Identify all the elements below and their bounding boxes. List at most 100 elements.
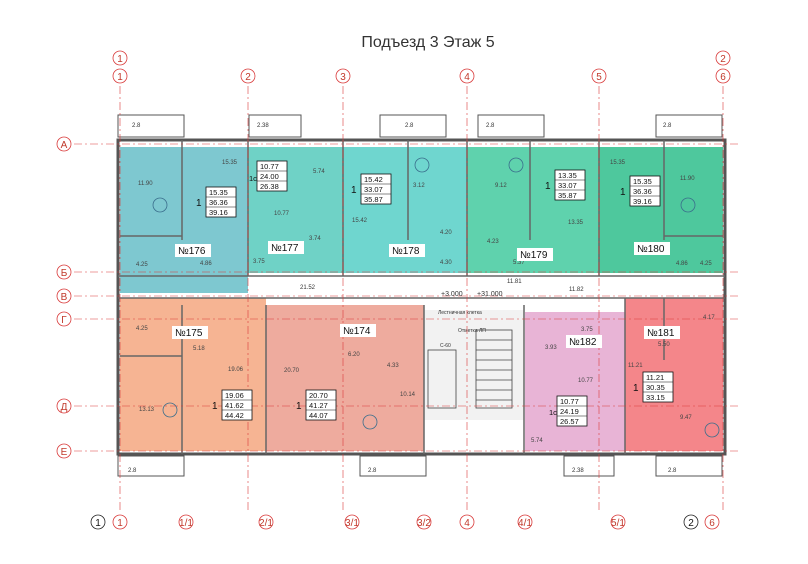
room-areas: 15.35 11.90 4.25 4.86 10.77 5.74 3.74 3.… [136,160,715,444]
axis-marker [715,68,731,84]
apt-number-bg [172,326,208,339]
fixtures [152,157,720,438]
room-area: 4.20 [440,230,452,236]
balcony [117,455,185,477]
corridor-dim: 21.52 [300,285,316,291]
axis-marker [715,50,731,66]
room-area: 11.90 [680,176,695,182]
axis-marker [178,514,194,530]
apt-rooms: 1 [196,198,202,209]
apt-area-total: 33.07 [364,185,383,194]
axis-marker [335,68,351,84]
axis-marker [112,68,128,84]
axis-label: 1 [117,518,123,529]
axis-label: 4/1 [518,518,532,529]
axis-marker [459,514,475,530]
room-area: 5.74 [531,438,543,444]
axis-label: 5 [596,72,602,83]
room-area: 9.47 [680,415,692,421]
axis-labels-top: 1 1 2 3 4 5 2 6 [117,54,726,83]
stair-label: Лестничная клетка [438,310,482,316]
axis-marker [344,514,360,530]
balcony [117,114,185,138]
axis-label: 3 [340,72,346,83]
apt-number-bg [517,248,553,261]
room-area: 10.14 [400,392,416,398]
apt-area-living: 10.77 [560,397,579,406]
room-area: 15.42 [352,218,368,224]
axis-label: Е [61,447,68,458]
room-area: 9.12 [495,183,507,189]
room-area: 19.06 [228,367,244,373]
apt-number-bg [340,324,376,337]
apt-area-living: 15.35 [633,177,652,186]
axis-markers-bottom [112,514,720,530]
axis-marker [56,288,72,304]
room-area: 3.74 [309,236,321,242]
plan-title: Подъезд 3 Этаж 5 [361,34,494,51]
apt-number: №179 [520,250,548,261]
apt-area-living: 20.70 [309,391,328,400]
room-area: 20.70 [284,368,300,374]
table-chairs-icon [508,157,524,173]
balconies-bottom [117,455,723,477]
balcony-dim: 2.8 [132,123,141,129]
corridor-dim: 11.82 [569,287,584,293]
axis-marker [90,514,106,530]
axis-label: 1 [117,54,123,65]
apt-area-total: 41.62 [225,401,244,410]
axis-label: 6 [720,72,726,83]
room-area: 15.35 [610,160,626,166]
room-area: 4.25 [136,326,148,332]
balcony [655,114,723,138]
axis-marker [459,68,475,84]
table-chairs-icon [162,402,178,418]
balcony-dims-bottom: 2.8 2.8 2.38 2.8 [128,468,677,474]
axis-labels-left: А Б В Г Д Е [61,140,68,458]
room-area: 5.50 [658,342,670,348]
apt-area-full: 35.87 [558,191,577,200]
apt-area-full: 44.07 [309,411,328,420]
room-area: 5.74 [313,169,325,175]
balcony [248,114,302,138]
apt-info-174: 1 20.70 41.27 44.07 [296,389,337,421]
stair-zone [424,310,524,420]
corridor-dim: 11.81 [507,279,522,285]
axis-label: 3/1 [345,518,359,529]
axis-label: 2/1 [259,518,273,529]
axis-label: 2 [720,54,726,65]
apt-area-full: 26.57 [560,417,579,426]
axis-label: 6 [709,518,715,529]
zone-apt-176 [120,147,248,293]
axis-label: 4 [464,518,470,529]
apt-number-bg [268,241,304,254]
room-area: 5.18 [193,346,205,352]
zone-apt-182 [525,312,625,451]
room-area: 4.17 [703,315,715,321]
level-mark: +31.000 [477,291,503,298]
axis-label: Д [61,402,68,413]
stair [427,329,513,409]
axis-marker [56,264,72,280]
apt-area-living: 13.35 [558,171,577,180]
axis-marker [56,443,72,459]
balcony-dim: 2.8 [486,123,495,129]
room-area: 6.20 [348,352,360,358]
apt-number: №178 [392,246,420,257]
apt-info-177: 1с 10.77 24.00 26.38 [249,160,288,192]
apt-rooms: 1 [296,401,302,412]
balcony-dim: 2.38 [257,123,269,129]
axis-marker [416,514,432,530]
room-area: 10.77 [274,211,290,217]
axis-markers-left [56,136,72,459]
apt-number: №175 [175,328,203,339]
balcony-dim: 2.8 [128,468,137,474]
apt-info-178: 1 15.42 33.07 35.87 [351,173,392,205]
table-chairs-icon [362,414,378,430]
apt-area-full: 39.16 [209,208,228,217]
axis-label: 2 [688,518,694,529]
axis-label: 2 [245,72,251,83]
axis-marker [56,311,72,327]
apt-area-total: 41.27 [309,401,328,410]
